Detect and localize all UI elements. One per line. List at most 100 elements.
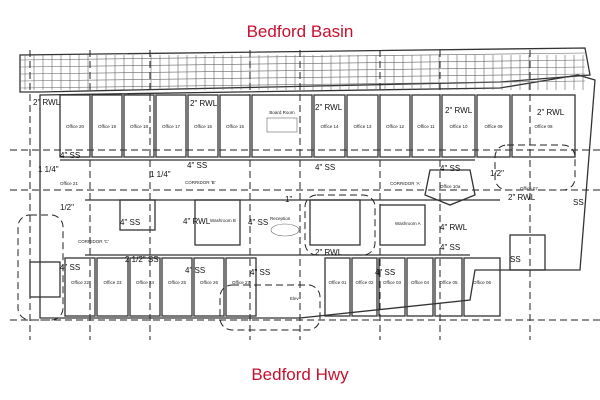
note-ss: SS (510, 255, 521, 264)
note-pipe: 1/2" (60, 203, 74, 212)
label-room: Office 20 (66, 124, 84, 129)
note-ss: 4" SS (120, 218, 140, 227)
room-office-12 (379, 94, 411, 158)
label-washroom-b: Washroom B (210, 218, 236, 223)
bottom-office-row (64, 257, 501, 317)
label-room: Office 22 (71, 280, 89, 285)
label-room: Office 25 (168, 280, 186, 285)
note-rwl: 4" RWL (440, 223, 468, 232)
note-ss: 4" SS (440, 243, 460, 252)
balcony-grid (19, 47, 591, 93)
room-office-24 (129, 257, 161, 317)
label-room: Office 14 (321, 124, 339, 129)
label-reception: Reception (270, 216, 291, 221)
room-office-04 (406, 257, 434, 317)
room-office-15 (219, 94, 251, 158)
room-office-23 (96, 257, 129, 317)
label-room: Office 23 (104, 280, 122, 285)
label-room: Office 01 (329, 280, 347, 285)
label-room: Office 13 (354, 124, 372, 129)
label-room: Office 16 (194, 124, 212, 129)
room-office-14 (313, 94, 346, 158)
revision-cloud (304, 194, 376, 256)
label-room: Office 02 (356, 280, 374, 285)
title-bedford-hwy: Bedford Hwy (251, 365, 349, 384)
note-rwl: 2" RWL (190, 99, 218, 108)
note-rwl: 2" RWL (315, 103, 343, 112)
note-ss: 4" SS (248, 218, 268, 227)
room-storage (119, 199, 156, 231)
note-ss: 4" SS (60, 263, 80, 272)
label-room: Office 17 (162, 124, 180, 129)
note-rwl: 4" RWL (183, 217, 211, 226)
note-pipe: 1" (285, 195, 292, 204)
room-office-02 (351, 257, 378, 317)
note-pipe: 2" RWL (315, 248, 343, 257)
label-room: Office 15 (226, 124, 244, 129)
label-room: Office 12 (386, 124, 404, 129)
note-pipe: 1/2" (490, 169, 504, 178)
label-room: Office 06 (473, 280, 491, 285)
label-room: Board Room (269, 110, 295, 115)
note-ss: 4" SS (250, 268, 270, 277)
label-room: Office 26 (200, 280, 218, 285)
stairwell (509, 234, 546, 271)
room-washroom-b (194, 199, 241, 246)
revision-cloud (17, 214, 64, 321)
label-office-21: Office 21 (60, 181, 78, 186)
top-office-row (59, 94, 576, 158)
elevator-shaft (29, 261, 61, 298)
label-office-07: Office 07 (520, 186, 538, 191)
room-board-room (251, 94, 313, 158)
label-room: Office 19 (98, 124, 116, 129)
label-room: Office 03 (383, 280, 401, 285)
room-office-13 (346, 94, 379, 158)
label-elev: Elev (290, 296, 300, 301)
label-room: Office 27 (232, 280, 250, 285)
room-office-25 (161, 257, 193, 317)
title-bedford-basin: Bedford Basin (246, 22, 354, 41)
room-office-09 (476, 94, 511, 158)
label-corridor-b: CORRIDOR 'B' (185, 180, 216, 185)
label-room: Office 04 (411, 280, 429, 285)
room-office-01 (324, 257, 351, 317)
board-room-table (266, 117, 298, 133)
label-room: Office 08 (535, 124, 553, 129)
note-pipe: 1 1/4" (150, 170, 171, 179)
label-washroom-a: Washroom A (395, 221, 421, 226)
label-room: Office 05 (440, 280, 458, 285)
note-rwl: 2" RWL (445, 106, 473, 115)
label-room: Office 18 (130, 124, 148, 129)
note-rwl: 2" RWL (537, 108, 565, 117)
note-ss: 4" SS (375, 268, 395, 277)
label-office-10a: Office 10a (440, 184, 461, 189)
room-office-05 (434, 257, 463, 317)
room-washroom (309, 199, 361, 246)
reception-desk (270, 223, 300, 237)
room-office-10a (424, 169, 476, 206)
note-pipe: 1 1/4" (38, 165, 59, 174)
room-office-11 (411, 94, 441, 158)
room-office-18 (123, 94, 155, 158)
room-office-22 (64, 257, 96, 317)
note-ss: 4" SS (315, 163, 335, 172)
note-ss: SS (573, 198, 584, 207)
note-ss: 4" SS (187, 161, 207, 170)
label-room: Office 11 (417, 124, 435, 129)
label-room: Office 24 (136, 280, 154, 285)
room-office-19 (91, 94, 123, 158)
note-rwl: 2" RWL (33, 98, 61, 107)
revision-cloud (494, 144, 576, 191)
room-office-10 (441, 94, 476, 158)
revision-cloud (219, 284, 321, 331)
note-pipe: 2 1/2" SS (125, 255, 159, 264)
room-office-17 (155, 94, 187, 158)
note-ss: 4" SS (185, 266, 205, 275)
label-room: Office 10 (450, 124, 468, 129)
label-corridor-a: CORRIDOR 'A' (390, 181, 421, 186)
room-office-27 (225, 257, 257, 317)
room-office-06 (463, 257, 501, 317)
room-office-03 (378, 257, 406, 317)
label-room: Office 09 (485, 124, 503, 129)
